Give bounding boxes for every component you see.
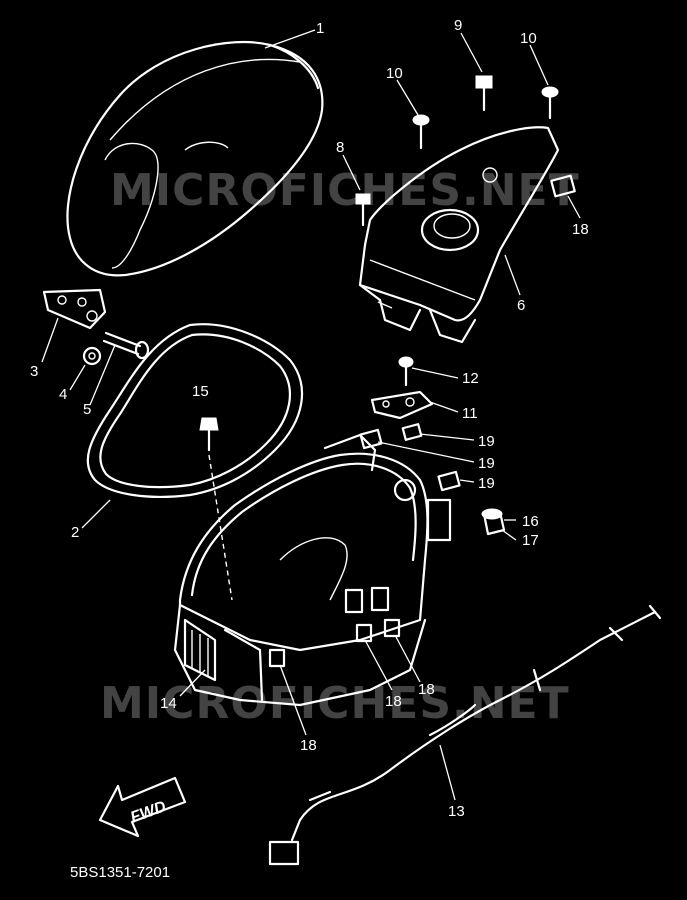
callout-19: 19 [478, 475, 495, 492]
callout-10: 10 [386, 65, 403, 82]
callout-12: 12 [462, 370, 479, 387]
fwd-label: FWD [128, 798, 168, 827]
clip-nut-19-a [401, 423, 423, 441]
callout-2: 2 [71, 524, 79, 541]
callout-15: 15 [192, 383, 209, 400]
callout-19: 19 [478, 455, 495, 472]
leader-lines [41, 29, 581, 801]
callout-11: 11 [462, 405, 478, 422]
callout-3: 3 [30, 363, 38, 380]
grommet-16-17 [481, 508, 506, 536]
cable-13 [268, 604, 662, 866]
screw-10-left [412, 114, 430, 150]
callout-1: 1 [316, 20, 324, 37]
callout-9: 9 [454, 17, 462, 34]
screw-10-right [541, 86, 559, 120]
watermark-top: MICROFICHES.NET [110, 165, 580, 216]
diagram-code: 5BS1351-7201 [70, 864, 170, 881]
clip-nut-19-b [359, 428, 383, 450]
callout-4: 4 [59, 386, 67, 403]
storage-box [173, 433, 452, 707]
seat [66, 40, 324, 277]
callout-14: 14 [160, 695, 177, 712]
callout-13: 13 [448, 803, 465, 820]
fwd-arrow: FWD [98, 776, 187, 838]
callout-6: 6 [517, 297, 525, 314]
screw-12 [398, 356, 414, 387]
callout-8: 8 [336, 139, 344, 156]
clip-nut-18-top [550, 174, 576, 198]
callout-18: 18 [385, 693, 402, 710]
callout-10: 10 [520, 30, 537, 47]
bolt-9 [475, 75, 493, 112]
screw-15 [199, 417, 233, 601]
callout-18: 18 [572, 221, 589, 238]
bolt-5 [102, 331, 150, 360]
cover-plate [358, 126, 560, 344]
bracket-11 [370, 390, 434, 420]
watermark-bottom: MICROFICHES.NET [100, 678, 570, 729]
clip-nut-19-c [437, 470, 461, 492]
callout-18: 18 [418, 681, 435, 698]
bolt-8 [355, 193, 371, 227]
nut-4 [82, 346, 102, 366]
callout-18: 18 [300, 737, 317, 754]
callout-5: 5 [83, 401, 91, 418]
hinge-bracket [42, 288, 107, 330]
seal-gasket [86, 323, 304, 498]
callout-17: 17 [522, 532, 539, 549]
callout-19: 19 [478, 433, 495, 450]
callout-16: 16 [522, 513, 539, 530]
